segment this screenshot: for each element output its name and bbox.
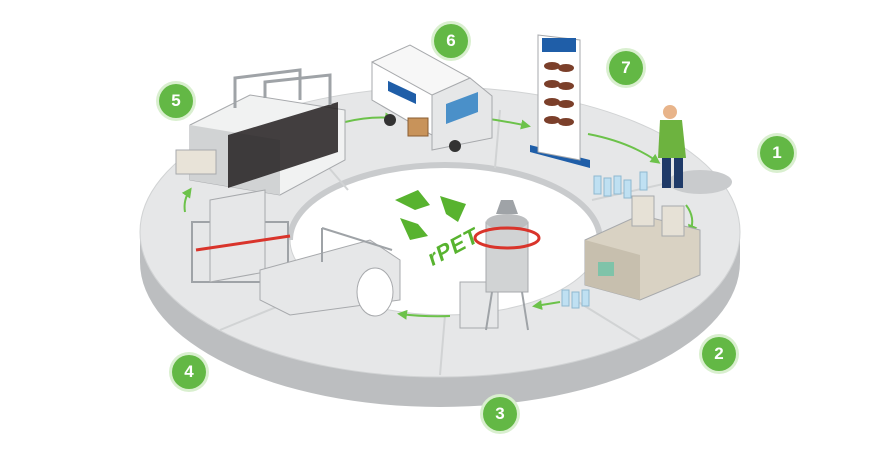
- product-display-stand: [530, 34, 590, 168]
- washing-sorting-machine: [561, 195, 701, 309]
- recycle-icon: [395, 190, 466, 240]
- production-line-machine: [175, 68, 346, 196]
- step-badge-1: 1: [760, 136, 794, 170]
- step-badge-6: 6: [434, 24, 468, 58]
- delivery-truck: [371, 44, 493, 152]
- step-badge-4: 4: [172, 355, 206, 389]
- step-badge-3: 3: [483, 397, 517, 431]
- step-badge-5: 5: [159, 84, 193, 118]
- reactor-tank: [459, 200, 541, 331]
- person-recycling: [593, 105, 732, 199]
- step-badge-2: 2: [702, 337, 736, 371]
- flow-arrows: [181, 112, 698, 320]
- step-badge-7: 7: [609, 51, 643, 85]
- extrusion-line: [191, 189, 401, 317]
